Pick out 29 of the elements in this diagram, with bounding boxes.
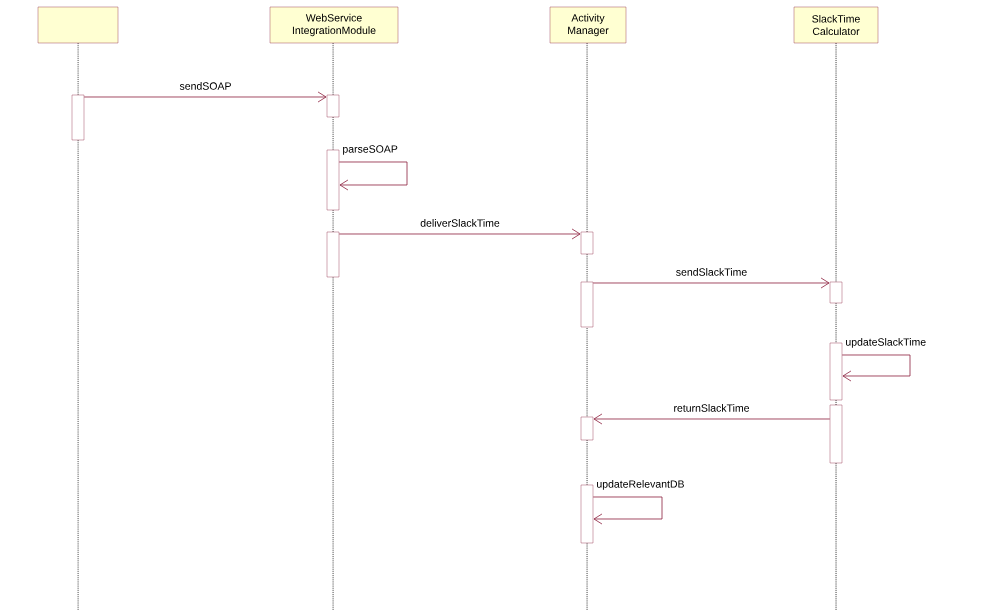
message-arrow	[338, 228, 581, 240]
message-label: sendSlackTime	[676, 268, 747, 276]
message-label: updateSlackTime	[846, 338, 926, 348]
participant-box	[37, 6, 119, 44]
message-arrow	[593, 413, 831, 425]
message-arrow	[83, 91, 327, 103]
message-label: returnSlackTime	[674, 404, 750, 412]
message-label: updateRelevantDB	[597, 480, 684, 490]
activation-bar	[326, 149, 340, 211]
activation-bar	[71, 94, 85, 141]
activation-bar	[580, 231, 594, 255]
message-arrow	[338, 161, 408, 191]
message-label: sendSOAP	[179, 82, 231, 90]
activation-bar	[326, 231, 340, 278]
participant-box: SlackTime Calculator	[793, 6, 879, 44]
message-label: deliverSlackTime	[420, 219, 500, 227]
message-arrow	[592, 496, 663, 525]
participant-box: Activity Manager	[549, 6, 627, 44]
activation-bar	[580, 281, 594, 328]
message-arrow	[592, 277, 830, 289]
message-arrow	[841, 354, 911, 382]
activation-bar	[580, 484, 594, 544]
participant-box: WebService IntegrationModule	[269, 6, 399, 44]
message-label: parseSOAP	[343, 145, 398, 155]
activation-bar	[326, 94, 340, 118]
activation-bar	[829, 281, 843, 304]
activation-bar	[580, 416, 594, 441]
activation-bar	[829, 342, 843, 401]
activation-bar	[829, 404, 843, 464]
